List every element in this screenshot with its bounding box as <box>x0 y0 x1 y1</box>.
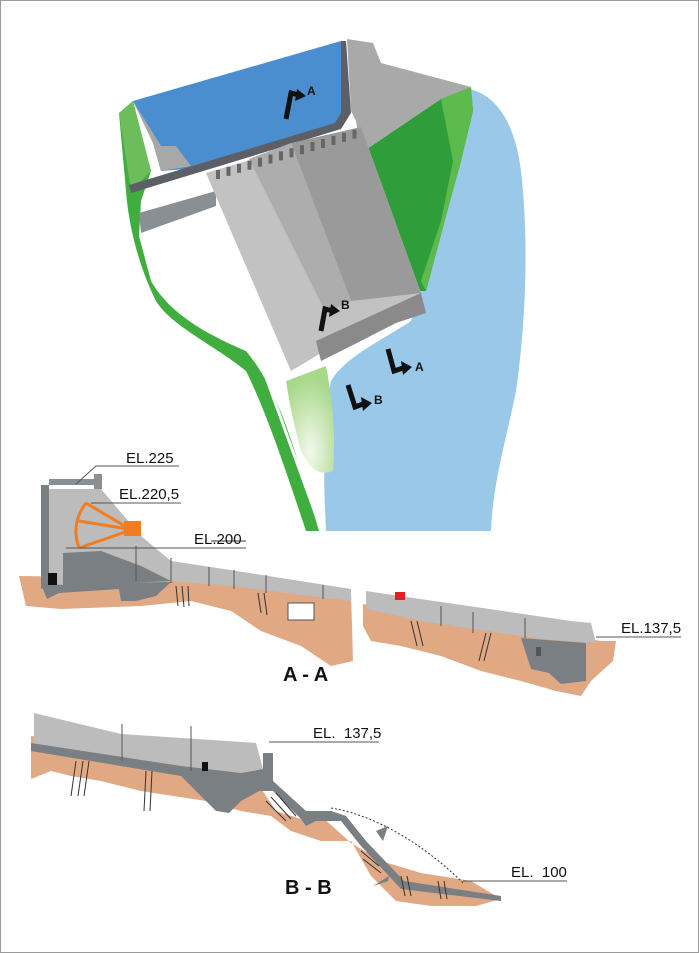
bb-slab <box>34 713 263 773</box>
aa-gallery-left <box>48 573 57 585</box>
aa-gallery-center <box>287 602 315 621</box>
gate-pier <box>331 135 336 145</box>
right-bank-grass-light <box>421 87 473 291</box>
gate-pier <box>268 154 273 164</box>
aa-drain-right <box>536 647 541 656</box>
gate-pier <box>237 163 241 173</box>
left-bank-grass <box>119 101 319 531</box>
bb-rock-fissures <box>70 760 448 900</box>
bb-gallery <box>202 762 208 771</box>
aa-red-marker <box>395 592 405 600</box>
bb-foundation <box>31 743 501 901</box>
right-bank-rock <box>347 39 471 153</box>
left-bank-grass-light <box>119 101 151 191</box>
stilling-basin-edge <box>316 293 426 361</box>
leader-el225 <box>75 465 179 485</box>
right-bank-grass <box>361 87 473 291</box>
section-bb: EL. 137,5 EL. 100 B - B <box>31 713 567 906</box>
gate-pier <box>289 148 294 158</box>
section-marker-b-upper: B <box>318 298 350 332</box>
plan-view: A B A B <box>119 39 526 531</box>
label-el-200: EL.200 <box>194 531 242 548</box>
aa-apron <box>366 591 596 643</box>
aa-rock-fissures <box>175 585 492 662</box>
aa-crest-bridge <box>49 479 101 485</box>
radial-gate-icon <box>74 501 129 550</box>
reservoir-shore <box>133 101 191 171</box>
spillway-chute-dark <box>291 127 421 301</box>
gate-pier <box>352 129 357 139</box>
bb-deflector <box>373 826 389 886</box>
label-bb-el-137-5: EL. 137,5 <box>313 725 381 742</box>
aa-rock-left <box>19 576 353 666</box>
aa-pier <box>41 485 49 589</box>
section-aa: EL.225 EL.220,5 EL.200 EL.137,5 A - A <box>19 450 681 696</box>
label-el-220-5: EL.220,5 <box>119 486 179 503</box>
aa-joint-lines <box>135 540 526 638</box>
section-bb-title: B - B <box>285 877 332 899</box>
svg-text:B: B <box>374 393 383 407</box>
gate-hoist-box <box>124 521 141 536</box>
gate-pier <box>342 132 346 142</box>
svg-text:A: A <box>307 84 316 98</box>
gate-pier <box>216 170 220 179</box>
access-road <box>139 191 216 233</box>
gate-pier <box>300 145 304 155</box>
road-line <box>261 368 323 530</box>
gate-pier <box>310 142 315 152</box>
gate-pier <box>247 160 252 170</box>
jet-trajectory <box>330 807 464 884</box>
spillway-chute-mid <box>249 143 351 313</box>
gate-piers <box>216 129 357 179</box>
section-marker-a-upper: A <box>283 84 316 120</box>
gate-pier <box>226 166 231 176</box>
svg-text:B: B <box>341 298 350 312</box>
aa-foundation-left <box>41 551 171 601</box>
label-bb-el-100: EL. 100 <box>511 864 567 881</box>
gate-pier <box>279 151 283 161</box>
section-aa-title: A - A <box>283 664 328 686</box>
bb-joint-lines <box>121 724 192 771</box>
label-el-225: EL.225 <box>126 450 174 467</box>
aa-crest-pier <box>94 474 102 489</box>
svg-text:A: A <box>415 360 424 374</box>
grass-area-light <box>286 366 335 473</box>
gate-pier <box>258 157 262 167</box>
section-marker-b-lower: B <box>345 384 383 411</box>
gate-pier <box>321 139 325 148</box>
section-marker-a-lower: A <box>385 348 424 375</box>
label-el-137-5: EL.137,5 <box>621 620 681 637</box>
